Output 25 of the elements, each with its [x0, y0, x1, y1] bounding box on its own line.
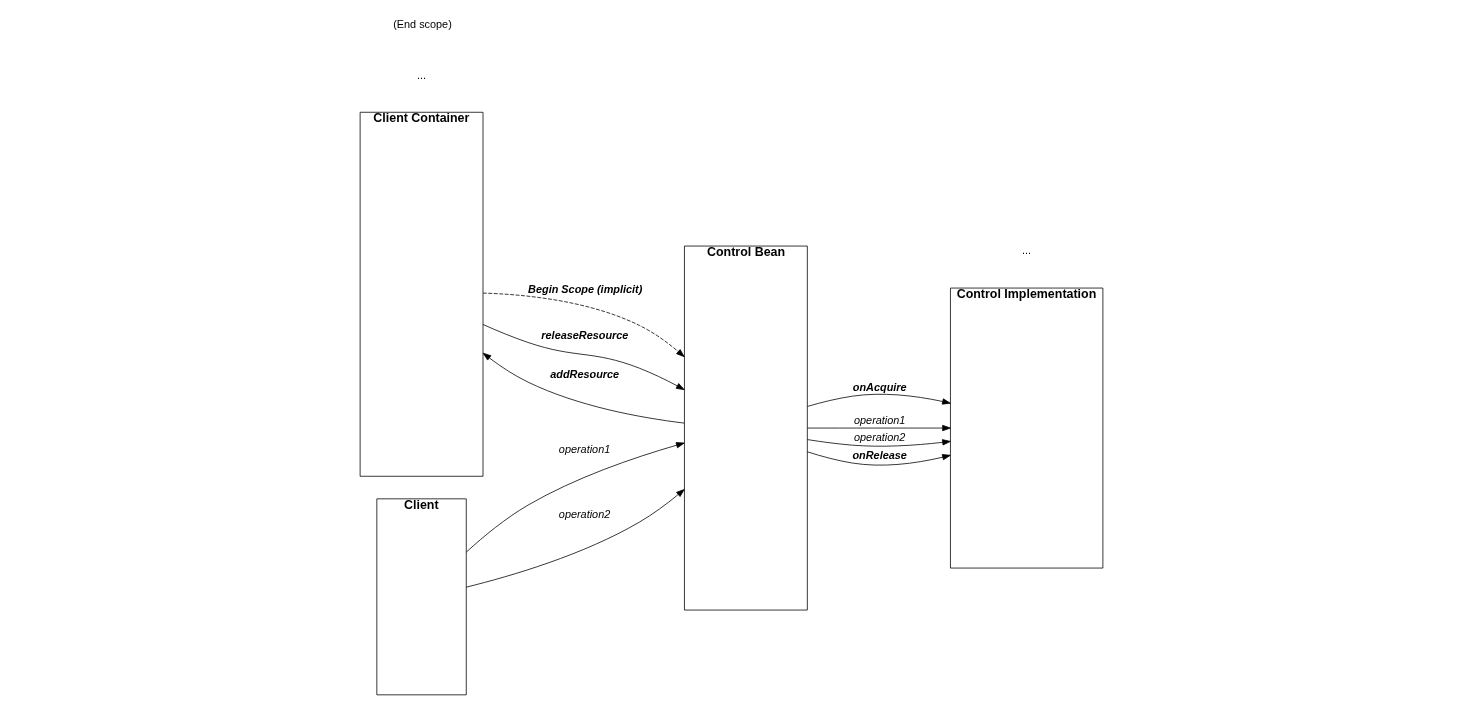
edge-label: onRelease — [852, 449, 907, 462]
arrow — [482, 352, 685, 424]
node-box: Client Container — [359, 111, 484, 477]
edge-label: operation2 — [854, 431, 906, 444]
edge-label: operation2 — [558, 508, 611, 521]
edge-label: Begin Scope (implicit) — [528, 282, 643, 295]
arrow — [806, 451, 951, 466]
label: ... — [416, 68, 426, 81]
arrow — [482, 324, 685, 391]
edge-label: operation1 — [854, 414, 906, 427]
node-box: Client — [376, 498, 467, 696]
edge-label: addResource — [550, 368, 620, 381]
node-box: Control Bean — [684, 245, 808, 611]
arrow — [465, 489, 685, 588]
edge-label: operation1 — [558, 443, 611, 456]
arrow — [807, 439, 951, 447]
arrow — [482, 292, 685, 358]
label: ... — [1022, 244, 1032, 257]
node-box: Control Implementation — [950, 287, 1104, 569]
arrow — [807, 424, 951, 432]
arrow — [807, 393, 951, 407]
edge-label: onAcquire — [852, 380, 907, 393]
arrow — [465, 442, 685, 553]
label: (End scope) — [393, 18, 452, 31]
edge-label: releaseResource — [541, 328, 629, 341]
